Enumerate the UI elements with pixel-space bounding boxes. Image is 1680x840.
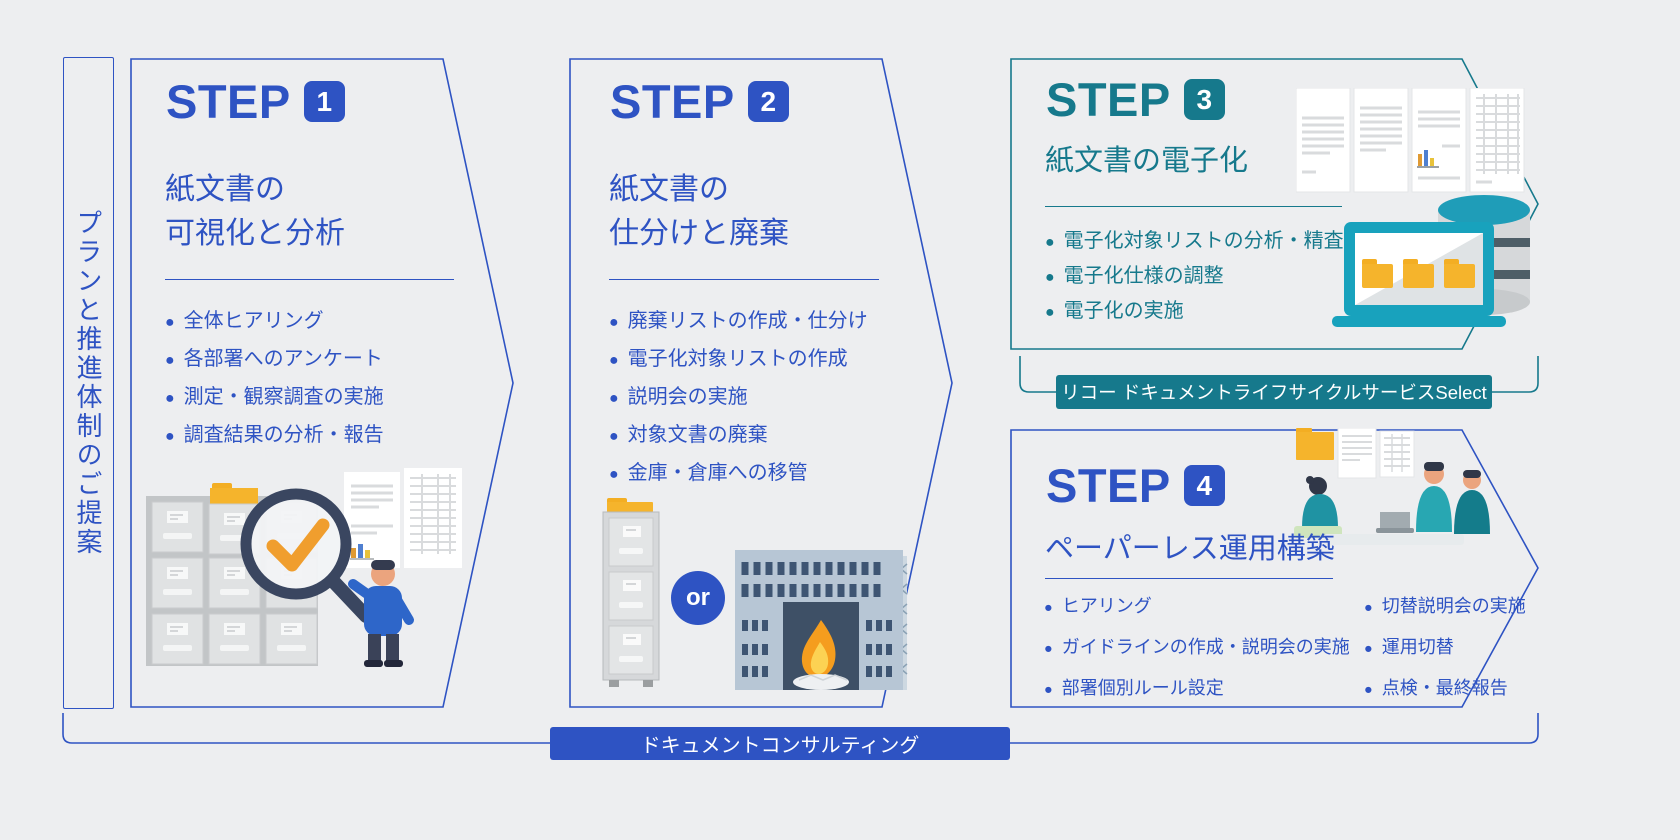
step4-divider (1045, 578, 1333, 579)
step2-title: 紙文書の 仕分けと廃棄 (609, 173, 789, 250)
folder-documents-icon (1296, 428, 1415, 479)
step3-number-badge: 3 (1183, 79, 1225, 120)
step3-bullet-list: 電子化対象リストの分析・精査 電子化仕様の調整 電子化の実施 (1045, 230, 1344, 335)
list-item: 切替説明会の実施 (1364, 596, 1526, 619)
list-item: 部署個別ルール設定 (1044, 678, 1350, 701)
step1-illustration-cabinet-magnifier (146, 468, 462, 667)
step4-bullet-list-right: 切替説明会の実施 運用切替 点検・最終報告 (1364, 596, 1526, 719)
step2-number-badge: 2 (747, 81, 789, 122)
list-item: 電子化仕様の調整 (1045, 265, 1344, 289)
list-item: 各部署へのアンケート (165, 348, 384, 372)
list-item: 対象文書の廃棄 (609, 424, 868, 448)
proposal-vertical-label: プランと推進体制のご提案 (73, 209, 103, 557)
step3-word: STEP (1046, 73, 1171, 126)
incinerator-building-icon (735, 550, 908, 690)
step1-title: 紙文書の 可視化と分析 (165, 173, 345, 250)
step2-divider (609, 279, 879, 280)
step3-title: 紙文書の電子化 (1045, 145, 1249, 177)
paper-documents-icon (1296, 88, 1525, 193)
list-item: ヒアリング (1044, 596, 1350, 619)
list-item: 全体ヒアリング (165, 310, 384, 334)
step1-header: STEP 1 (166, 78, 345, 125)
step3-header: STEP 3 (1046, 76, 1225, 123)
step3-illustration-digitization (1296, 88, 1530, 327)
step2-header: STEP 2 (610, 78, 789, 125)
step2-panel-shape (569, 58, 953, 708)
list-item: 電子化対象リストの分析・精査 (1045, 230, 1344, 254)
consulting-ribbon: ドキュメントコンサルティング (550, 727, 1010, 760)
step3-divider (1045, 206, 1342, 207)
list-item: 廃棄リストの作成・仕分け (609, 310, 868, 334)
step4-illustration-team-meeting (1294, 428, 1490, 545)
step2-word: STEP (610, 75, 735, 128)
step2-bullet-list: 廃棄リストの作成・仕分け 電子化対象リストの作成 説明会の実施 対象文書の廃棄 … (609, 310, 868, 500)
person-icon (348, 560, 414, 667)
step4-title: ペーパーレス運用構築 (1045, 533, 1335, 565)
list-item: 調査結果の分析・報告 (165, 424, 384, 448)
step4-number-badge: 4 (1183, 465, 1225, 506)
step2-illustration-cabinet-incinerator (602, 498, 908, 690)
team-meeting-icon (1294, 462, 1490, 545)
magnifier-check-icon (240, 488, 373, 623)
list-item: ガイドラインの作成・説明会の実施 (1044, 637, 1350, 660)
step1-panel-shape (130, 58, 514, 708)
list-item: 点検・最終報告 (1364, 678, 1526, 701)
laptop-folders-icon (1332, 222, 1506, 327)
list-item: 説明会の実施 (609, 386, 868, 410)
list-item: 電子化の実施 (1045, 300, 1344, 324)
proposal-vertical-panel: プランと推進体制のご提案 (63, 57, 114, 709)
step1-word: STEP (166, 75, 291, 128)
list-item: 運用切替 (1364, 637, 1526, 660)
list-item: 金庫・倉庫への移管 (609, 462, 868, 486)
step1-bullet-list: 全体ヒアリング 各部署へのアンケート 測定・観察調査の実施 調査結果の分析・報告 (165, 310, 384, 462)
step4-word: STEP (1046, 459, 1171, 512)
single-cabinet-icon (602, 498, 660, 687)
report-documents-icon (344, 468, 462, 568)
step4-header: STEP 4 (1046, 462, 1225, 509)
list-item: 電子化対象リストの作成 (609, 348, 868, 372)
or-badge: or (671, 571, 725, 625)
service-select-ribbon: リコー ドキュメントライフサイクルサービスSelect (1056, 375, 1492, 409)
step4-bullet-list-left: ヒアリング ガイドラインの作成・説明会の実施 部署個別ルール設定 (1044, 596, 1350, 719)
step1-number-badge: 1 (303, 81, 345, 122)
step1-divider (165, 279, 454, 280)
list-item: 測定・観察調査の実施 (165, 386, 384, 410)
